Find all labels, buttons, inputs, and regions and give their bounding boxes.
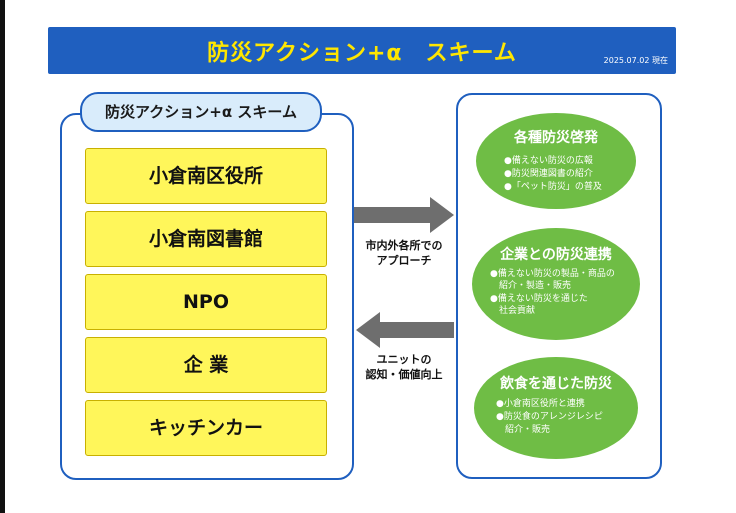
activity-oval-food: 飲食を通じた防災 ●小倉南区役所と連携 ●防災食のアレンジレシピ 紹介・販売 [474, 357, 638, 459]
activity-item: ●防災関連図書の紹介 [504, 169, 593, 179]
activity-title: 飲食を通じた防災 [500, 376, 612, 392]
outreach-label-line2: アプローチ [376, 254, 432, 267]
activity-title: 企業との防災連携 [500, 247, 612, 263]
activity-item: 紹介・製造・販売 [490, 281, 572, 291]
outreach-label: 市内外各所での アプローチ [352, 238, 456, 268]
activity-item: 紹介・販売 [496, 425, 551, 435]
activity-oval-corporate: 企業との防災連携 ●備えない防災の製品・商品の 紹介・製造・販売 ●備えない防災… [472, 228, 640, 340]
arrow-left-icon [356, 312, 454, 348]
activity-oval-awareness: 各種防災啓発 ●備えない防災の広報 ●防災関連図書の紹介 ●「ペット防災」の普及 [476, 113, 636, 209]
recognition-label-line2: 認知・価値向上 [365, 368, 443, 381]
activity-item: ●小倉南区役所と連携 [496, 399, 585, 409]
page-title: 防災アクション+α スキーム [207, 41, 517, 66]
outreach-label-line1: 市内外各所での [365, 239, 443, 252]
scheme-tag: 防災アクション+α スキーム [80, 92, 322, 132]
header-banner: 防災アクション+α スキーム 2025.07.02 現在 [48, 27, 676, 74]
org-box-ward-office: 小倉南区役所 [85, 148, 327, 204]
org-box-library: 小倉南図書館 [85, 211, 327, 267]
left-border [0, 0, 5, 513]
activity-title: 各種防災啓発 [514, 130, 598, 146]
activity-item: ●「ペット防災」の普及 [504, 182, 602, 192]
org-box-kitchen-car: キッチンカー [85, 400, 327, 456]
activity-item: 社会貢献 [490, 306, 536, 316]
arrow-right-icon [354, 197, 454, 233]
recognition-label-line1: ユニットの [376, 353, 432, 366]
activity-item: ●防災食のアレンジレシピ [496, 412, 603, 422]
date-label: 2025.07.02 現在 [603, 56, 668, 65]
activity-item: ●備えない防災の製品・商品の [490, 269, 615, 279]
org-box-companies: 企 業 [85, 337, 327, 393]
activity-item: ●備えない防災を通じた [490, 294, 588, 304]
recognition-label: ユニットの 認知・価値向上 [352, 352, 456, 382]
activity-item: ●備えない防災の広報 [504, 156, 593, 166]
org-box-npo: NPO [85, 274, 327, 330]
